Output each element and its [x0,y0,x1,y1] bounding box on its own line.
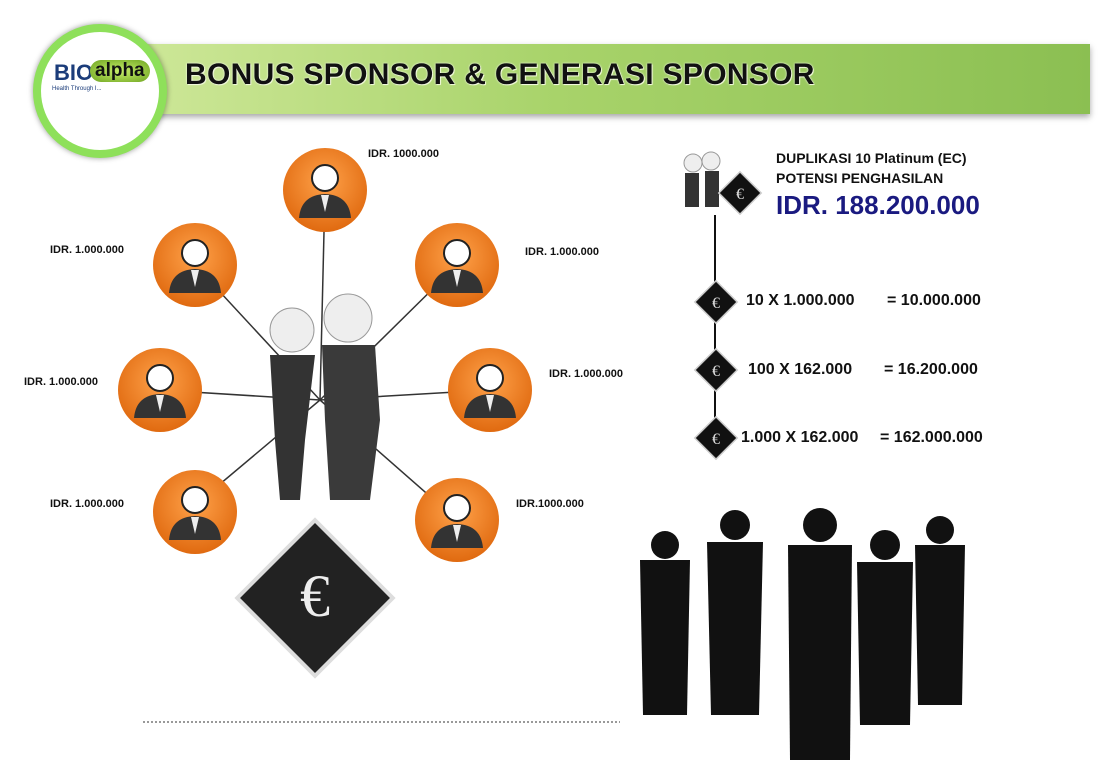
node-label-5: IDR. 1.000.000 [549,368,623,380]
row-3-result: = 162.000.000 [880,429,983,446]
logo-tagline: Health Through I... [52,86,102,92]
node-label-3: IDR. 1.000.000 [525,246,599,258]
node-circle-2 [153,223,237,307]
node-label-7: IDR.1000.000 [516,498,584,510]
row-1-result: = 10.000.000 [887,292,981,309]
node-circle-6 [153,470,237,554]
executive-club-logo: € [234,517,396,679]
node-circle-3 [415,223,499,307]
node-circle-5 [448,348,532,432]
node-label-4: IDR. 1.000.000 [24,376,98,388]
svg-text:€: € [300,563,330,629]
node-label-6: IDR. 1.000.000 [50,498,124,510]
logo-text-bio: BIO [54,60,94,85]
total-income: IDR. 188.200.000 [776,190,980,220]
title-banner [120,44,1090,114]
logo-text-alpha: alpha [90,60,150,82]
center-figures-icon [269,293,380,500]
row-3-formula: 1.000 X 162.000 [741,429,859,446]
row-2-formula: 100 X 162.000 [748,361,853,378]
duplication-heading: DUPLIKASI 10 Platinum (EC) [776,150,967,166]
page-title: BONUS SPONSOR & GENERASI SPONSOR [185,58,815,91]
duplication-subheading: POTENSI PENGHASILAN [776,170,944,186]
node-circles [118,148,532,562]
node-circle-1 [283,148,367,232]
businessmen-silhouette-icon [640,508,965,760]
row-1-formula: 10 X 1.000.000 [746,292,855,309]
ec-icon-header [718,171,762,215]
couple-icon [683,151,721,207]
ec-icon-row-3 [694,416,738,460]
node-circle-4 [118,348,202,432]
logo [33,24,167,158]
row-2-result: = 16.200.000 [884,361,978,378]
node-label-1: IDR. 1000.000 [368,148,439,160]
node-circle-7 [415,478,499,562]
node-label-2: IDR. 1.000.000 [50,244,124,256]
ec-icon-row-1 [694,280,738,324]
ec-icon-row-2 [694,348,738,392]
